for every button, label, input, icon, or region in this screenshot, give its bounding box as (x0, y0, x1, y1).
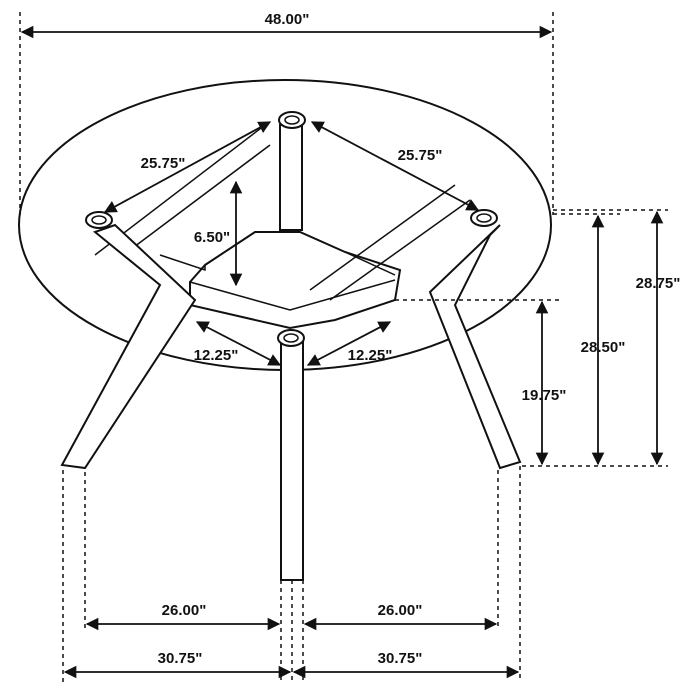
dimension-inner-left: 12.25" (194, 321, 282, 366)
dimension-top-diag-right: 25.75" (310, 121, 480, 211)
dim-label-top-diag-right: 25.75" (398, 147, 443, 164)
left-leg (60, 223, 197, 470)
dim-label-foot-outer-left: 30.75" (158, 650, 203, 667)
dimension-height-under-top: 28.50" (581, 214, 626, 466)
table-illustration (18, 79, 552, 581)
dim-label-height-overall: 28.75" (636, 275, 681, 292)
glass-pad-left (85, 211, 113, 229)
dimension-overall-width: 48.00" (19, 11, 554, 215)
dimension-height-overall: 28.75" (636, 210, 681, 466)
apron-frame (189, 231, 402, 330)
dim-label-inner-right: 12.25" (348, 347, 393, 364)
apron-face (189, 279, 396, 311)
glass-reflection (309, 184, 456, 291)
dim-label-height-under-top: 28.50" (581, 339, 626, 356)
dimension-foot-inner-right: 26.00" (303, 602, 498, 631)
dimension-apron-depth: 6.50" (194, 180, 243, 287)
dimension-top-diag-left: 25.75" (103, 121, 272, 213)
dimension-inner-right: 12.25" (306, 321, 393, 366)
front-leg (280, 339, 304, 581)
right-leg (428, 224, 522, 470)
dimension-foot-outer-right: 30.75" (292, 650, 520, 679)
glass-pad-right (470, 209, 498, 227)
apron-inner (204, 231, 396, 276)
dimension-foot-inner-left: 26.00" (85, 602, 281, 631)
dim-label-inner-left: 12.25" (194, 347, 239, 364)
glass-reflection (329, 199, 471, 301)
dim-label-foot-outer-right: 30.75" (378, 650, 423, 667)
dim-label-foot-inner-left: 26.00" (162, 602, 207, 619)
dim-label-top-diag-left: 25.75" (141, 155, 186, 172)
dimension-height-apron: 19.75" (522, 300, 567, 466)
dim-label-overall-width: 48.00" (265, 11, 310, 28)
dim-label-height-apron: 19.75" (522, 387, 567, 404)
glass-pad-back (278, 111, 306, 129)
apron-bottom (159, 254, 206, 272)
glass-pad-front (277, 329, 305, 347)
dim-label-apron-depth: 6.50" (194, 229, 230, 246)
dimension-foot-outer-left: 30.75" (63, 650, 292, 679)
dim-label-foot-inner-right: 26.00" (378, 602, 423, 619)
back-post (279, 124, 303, 231)
